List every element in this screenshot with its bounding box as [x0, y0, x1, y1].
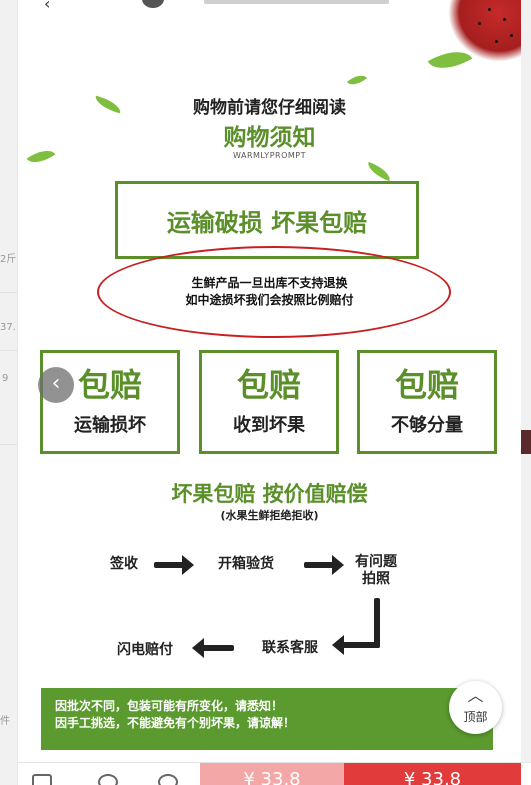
compensation-reason: 不够分量: [391, 415, 463, 436]
footer-notice-line: 因手工挑选，不能避免有个别坏果，请谅解！: [55, 716, 296, 730]
background-image-fragment: [520, 430, 531, 454]
arrow-left-icon: [192, 638, 234, 658]
side-fragment: 件: [0, 716, 10, 727]
compensation-title: 包赔: [77, 366, 142, 404]
product-detail-image: ‹ 购物前请您仔细阅读 购物须知 WARMLYPROMPT 运输破损 坏果包赔 …: [18, 0, 521, 785]
divider: [0, 444, 18, 445]
step-photo: 有问题 拍照: [355, 554, 397, 587]
arrow-right-icon: [304, 555, 344, 575]
page-title: [204, 0, 389, 4]
back-to-top-button[interactable]: ︿ 顶部: [449, 681, 502, 734]
step-sign: 签收: [110, 556, 138, 572]
compensation-box: 包赔 运输损坏: [40, 350, 180, 454]
arrow-bend-icon: [374, 598, 380, 648]
side-fragment: 9: [2, 373, 9, 384]
compensation-box: 包赔 不够分量: [357, 350, 497, 454]
chevron-up-icon: ︿: [467, 686, 484, 705]
notice-heading-small: 购物前请您仔细阅读: [193, 98, 346, 118]
notice-line: 如中途损坏我们会按照比例赔付: [185, 293, 354, 307]
process-heading: 坏果包赔 按价值赔偿: [171, 482, 368, 506]
highlight-oval: [97, 246, 451, 338]
side-fragment: 2斤: [0, 254, 17, 265]
notice-heading: 购物须知: [223, 125, 316, 151]
back-to-top-label: 顶部: [463, 710, 488, 724]
compensation-title: 包赔: [394, 366, 459, 404]
chevron-left-icon[interactable]: ‹: [44, 0, 51, 13]
compensation-reason: 收到坏果: [233, 415, 305, 436]
background-page-right: [520, 0, 531, 785]
previous-image-button[interactable]: ‹: [38, 367, 74, 403]
arrow-right-icon: [154, 555, 194, 575]
compensation-title: 包赔: [236, 366, 301, 404]
guarantee-text: 运输破损 坏果包赔: [166, 208, 368, 237]
step-inspect: 开箱验货: [218, 556, 274, 572]
leaf-decoration: [364, 161, 394, 182]
footer-notice: 因批次不同，包装可能有所变化，请悉知！ 因手工挑选，不能避免有个别坏果，请谅解！: [41, 688, 493, 750]
compensation-reason: 运输损坏: [74, 415, 146, 436]
store-icon[interactable]: [32, 774, 52, 785]
notice-line: 生鲜产品一旦出库不支持退换: [191, 276, 348, 290]
divider: [0, 292, 18, 293]
heart-icon[interactable]: [98, 774, 118, 785]
cart-price: ¥ 33.8: [243, 769, 301, 785]
arrow-left-icon: [332, 635, 380, 655]
buy-price: ¥ 33.8: [403, 769, 462, 785]
divider: [0, 350, 18, 351]
avatar[interactable]: [142, 0, 164, 8]
buy-now-button[interactable]: ¥ 33.8: [344, 763, 521, 785]
compensation-box: 包赔 收到坏果: [199, 350, 339, 454]
background-page-left: 2斤 37. 9 件: [0, 0, 18, 785]
bottom-action-bar: ¥ 33.8 ¥ 33.8: [18, 762, 531, 785]
step-contact: 联系客服: [262, 640, 318, 656]
process-subheading: (水果生鲜拒绝拒收): [220, 509, 319, 522]
notice-heading-english: WARMLYPROMPT: [233, 151, 306, 160]
step-payout: 闪电赔付: [117, 642, 173, 658]
chevron-left-icon: ‹: [51, 371, 61, 396]
add-to-cart-button[interactable]: ¥ 33.8: [200, 763, 344, 785]
chat-icon[interactable]: [158, 774, 178, 785]
footer-notice-line: 因批次不同，包装可能有所变化，请悉知！: [55, 699, 284, 713]
top-bar: ‹: [18, 0, 521, 14]
leaf-decoration: [346, 70, 368, 90]
side-fragment: 37.: [0, 322, 16, 333]
